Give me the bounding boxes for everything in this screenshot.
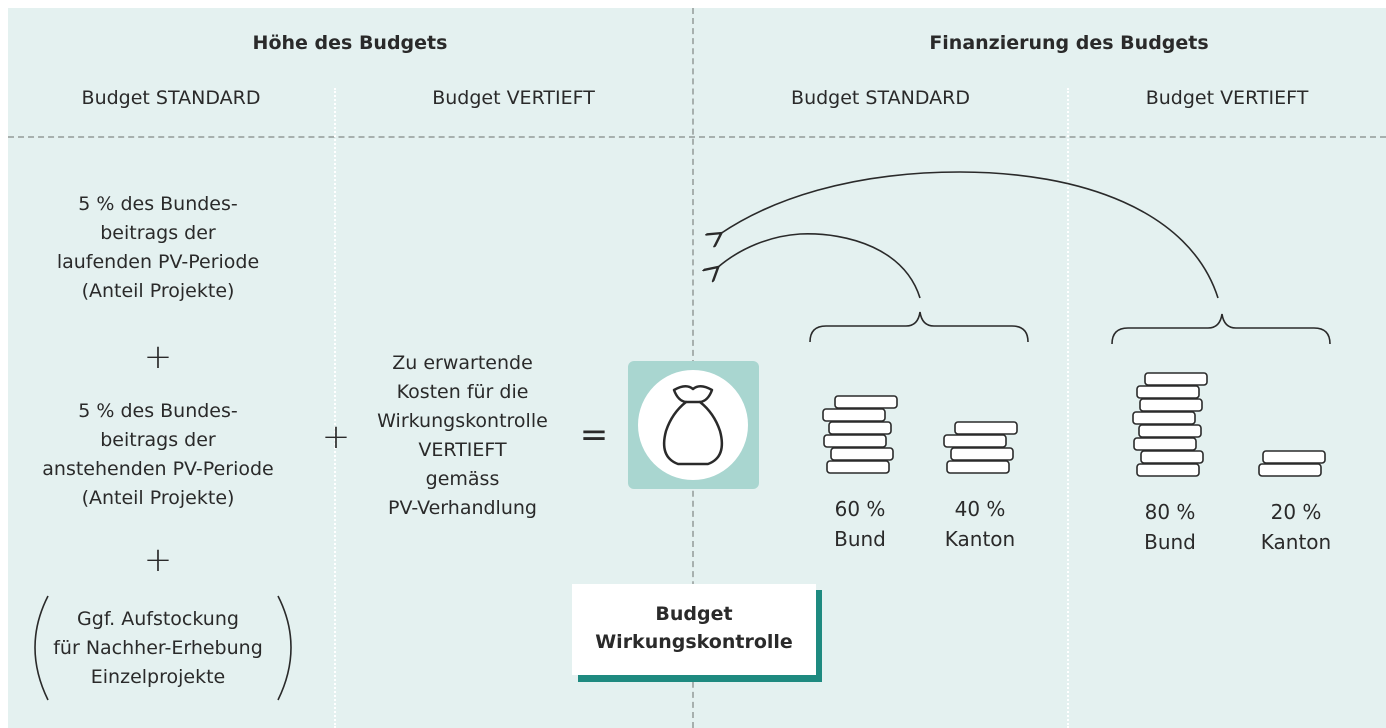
coin-stack-icon	[954, 421, 1018, 435]
column-header-vertieft-left: Budget VERTIEFT	[432, 87, 595, 109]
standard-kanton-share: 40 % Kanton	[930, 494, 1030, 554]
coin-stack-icon	[943, 434, 1007, 448]
coin-stack-icon	[1136, 463, 1200, 477]
coin-stack-icon	[834, 395, 898, 409]
column-header-standard-right: Budget STANDARD	[791, 87, 970, 109]
coin-stack-icon	[950, 447, 1014, 461]
coin-stack-icon	[822, 408, 886, 422]
standard-upcoming-period-text: 5 % des Bundes- beitrags der anstehenden…	[8, 397, 308, 513]
share-label: Bund	[834, 527, 886, 551]
standard-bund-share: 60 % Bund	[810, 494, 910, 554]
vertieft-kanton-share: 20 % Kanton	[1246, 497, 1346, 557]
coin-stack-icon	[830, 447, 894, 461]
plus-sign-3: +	[321, 417, 351, 457]
vertieft-bund-share: 80 % Bund	[1120, 497, 1220, 557]
coin-stack-icon	[826, 460, 890, 474]
curly-brace-icon	[809, 311, 1029, 343]
share-label: Kanton	[944, 527, 1016, 551]
text-line: 5 % des Bundes-	[78, 400, 238, 422]
text-line: Zu erwartende	[392, 352, 533, 374]
share-label: Kanton	[1260, 530, 1332, 554]
coin-stack-icon	[1144, 372, 1208, 386]
parentheses	[34, 595, 292, 701]
text-line: Wirkungskontrolle	[377, 410, 548, 432]
curved-arrow-icon	[720, 171, 1219, 299]
column-header-standard-left: Budget STANDARD	[81, 87, 261, 109]
column-divider-left	[334, 88, 336, 728]
coin-stack-icon	[1140, 450, 1204, 464]
column-header-vertieft-right: Budget VERTIEFT	[1145, 87, 1309, 109]
coin-stack-icon	[1133, 437, 1197, 451]
standard-topup-text: Ggf. Aufstockung für Nachher-Erhebung Ei…	[8, 605, 308, 692]
share-percent: 80 %	[1144, 500, 1196, 524]
text-line: (Anteil Projekte)	[81, 487, 235, 509]
plus-sign-1: +	[143, 337, 173, 377]
text-line: beitrags der	[100, 222, 216, 244]
coin-stack-icon	[1136, 385, 1200, 399]
curved-arrow-icon	[717, 233, 921, 299]
header-divider	[8, 136, 1386, 138]
equals-sign: =	[579, 415, 609, 455]
text-line: Ggf. Aufstockung	[77, 608, 239, 630]
coin-stack-icon	[1258, 463, 1322, 477]
money-bag-tile	[628, 361, 759, 489]
share-percent: 20 %	[1270, 500, 1322, 524]
coin-stack-icon	[1139, 398, 1203, 412]
text-line: beitrags der	[100, 429, 216, 451]
standard-current-period-text: 5 % des Bundes- beitrags der laufenden P…	[8, 190, 308, 306]
coin-stack-icon	[1138, 424, 1202, 438]
text-line: PV-Verhandlung	[388, 497, 537, 519]
text-line: VERTIEFT	[418, 439, 507, 461]
share-percent: 60 %	[834, 497, 886, 521]
money-bag-icon	[638, 370, 748, 480]
text-line: laufenden PV-Periode	[56, 251, 260, 273]
share-percent: 40 %	[954, 497, 1006, 521]
result-box-line: Budget	[655, 603, 733, 625]
coin-stack-icon	[828, 421, 892, 435]
text-line: für Nachher-Erhebung	[53, 637, 263, 659]
coin-stack-icon	[1132, 411, 1196, 425]
coin-stack-icon	[946, 460, 1010, 474]
plus-sign-2: +	[143, 540, 173, 580]
budget-result-box: Budget Wirkungskontrolle	[572, 584, 816, 675]
text-line: (Anteil Projekte)	[81, 280, 235, 302]
text-line: Einzelprojekte	[90, 666, 226, 688]
result-box-line: Wirkungskontrolle	[595, 631, 793, 653]
text-line: gemäss	[425, 468, 500, 490]
curly-brace-icon	[1111, 313, 1331, 345]
coin-stack-icon	[1262, 450, 1326, 464]
left-section-title: Höhe des Budgets	[252, 32, 448, 54]
text-line: 5 % des Bundes-	[78, 193, 238, 215]
column-divider-right	[1067, 88, 1069, 728]
vertieft-cost-text: Zu erwartende Kosten für die Wirkungskon…	[360, 349, 565, 523]
text-line: anstehenden PV-Periode	[42, 458, 274, 480]
share-label: Bund	[1144, 530, 1196, 554]
coin-stack-icon	[823, 434, 887, 448]
text-line: Kosten für die	[396, 381, 529, 403]
right-section-title: Finanzierung des Budgets	[929, 32, 1209, 54]
